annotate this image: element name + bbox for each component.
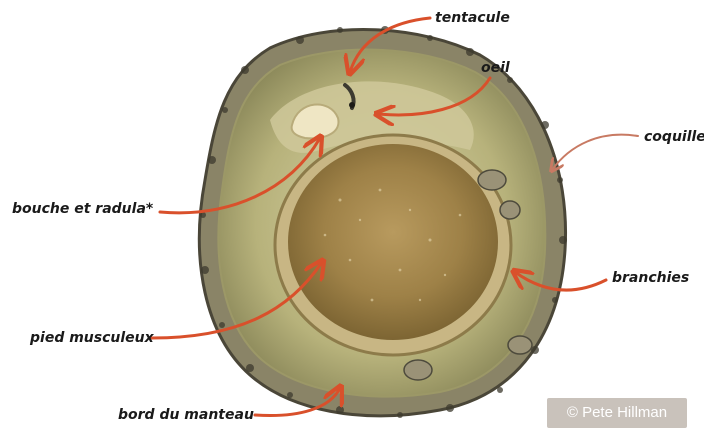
label-oeil: oeil bbox=[481, 60, 510, 76]
label-bord: bord du manteau bbox=[118, 407, 254, 423]
eye-dot bbox=[349, 102, 355, 108]
arrow-coquille bbox=[552, 135, 638, 170]
label-branchies: branchies bbox=[612, 270, 689, 286]
label-tentacule: tentacule bbox=[435, 10, 510, 26]
foot bbox=[288, 144, 498, 340]
label-pied: pied musculeux bbox=[29, 330, 155, 346]
label-bouche: bouche et radula* bbox=[12, 201, 154, 217]
photo-credit: © Pete Hillman bbox=[547, 398, 687, 428]
photo-credit-text: © Pete Hillman bbox=[547, 398, 687, 428]
label-coquille: coquille bbox=[644, 129, 704, 145]
